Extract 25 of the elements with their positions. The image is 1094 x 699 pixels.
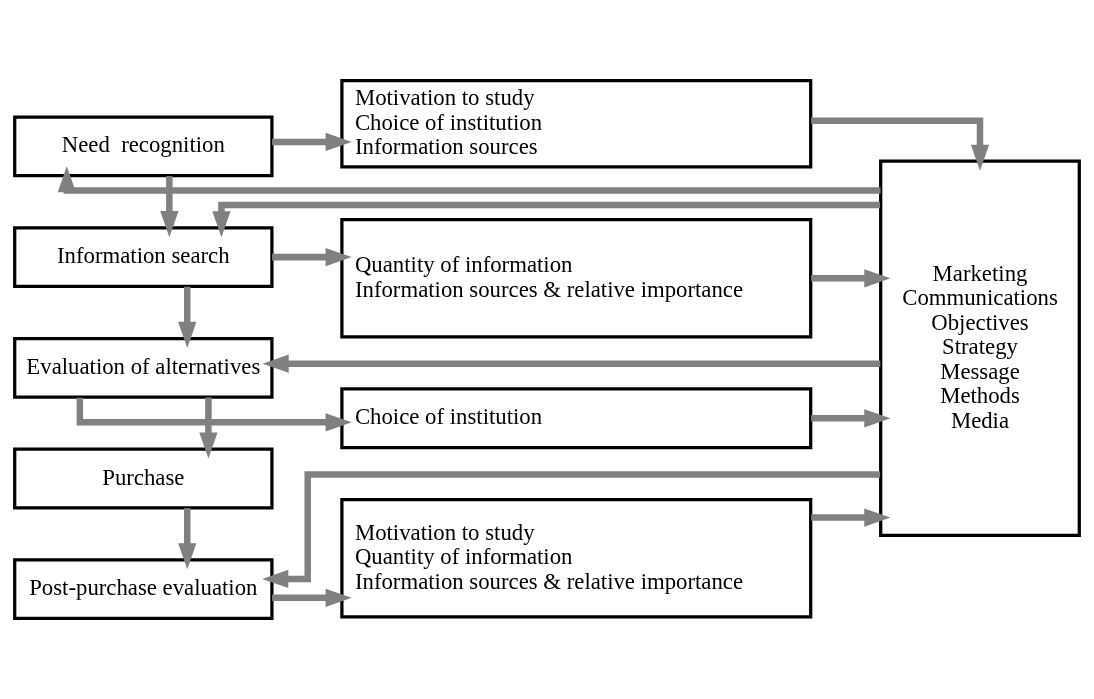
arrow	[811, 409, 891, 428]
arrow	[212, 201, 881, 238]
arrow	[178, 286, 197, 348]
node-box: Motivation to study Quantity of information Information sources & relative importance	[340, 498, 813, 619]
arrow	[811, 269, 891, 288]
arrow	[262, 471, 881, 589]
node-box: Need recognition	[13, 115, 274, 178]
arrow	[199, 397, 218, 459]
node-box: Quantity of information Information sources & relative importance	[340, 218, 813, 339]
arrow	[811, 508, 891, 527]
arrow	[262, 354, 881, 373]
arrow	[272, 132, 352, 152]
arrow	[272, 588, 352, 607]
arrow	[57, 166, 881, 194]
node-box: Post-purchase evaluation	[13, 558, 274, 621]
node-box: Information search	[13, 226, 274, 289]
arrow	[160, 176, 179, 238]
node-box: Purchase	[13, 447, 274, 510]
node-box: Evaluation of alternatives	[13, 336, 274, 399]
node-box: Choice of institution	[340, 387, 813, 450]
arrow	[811, 117, 990, 171]
node-box: Marketing Communications Objectives Strategy Message Methods Media	[879, 159, 1081, 538]
node-box: Motivation to study Choice of institution Information sources	[340, 78, 813, 169]
arrow	[178, 508, 197, 570]
arrow	[272, 248, 352, 267]
